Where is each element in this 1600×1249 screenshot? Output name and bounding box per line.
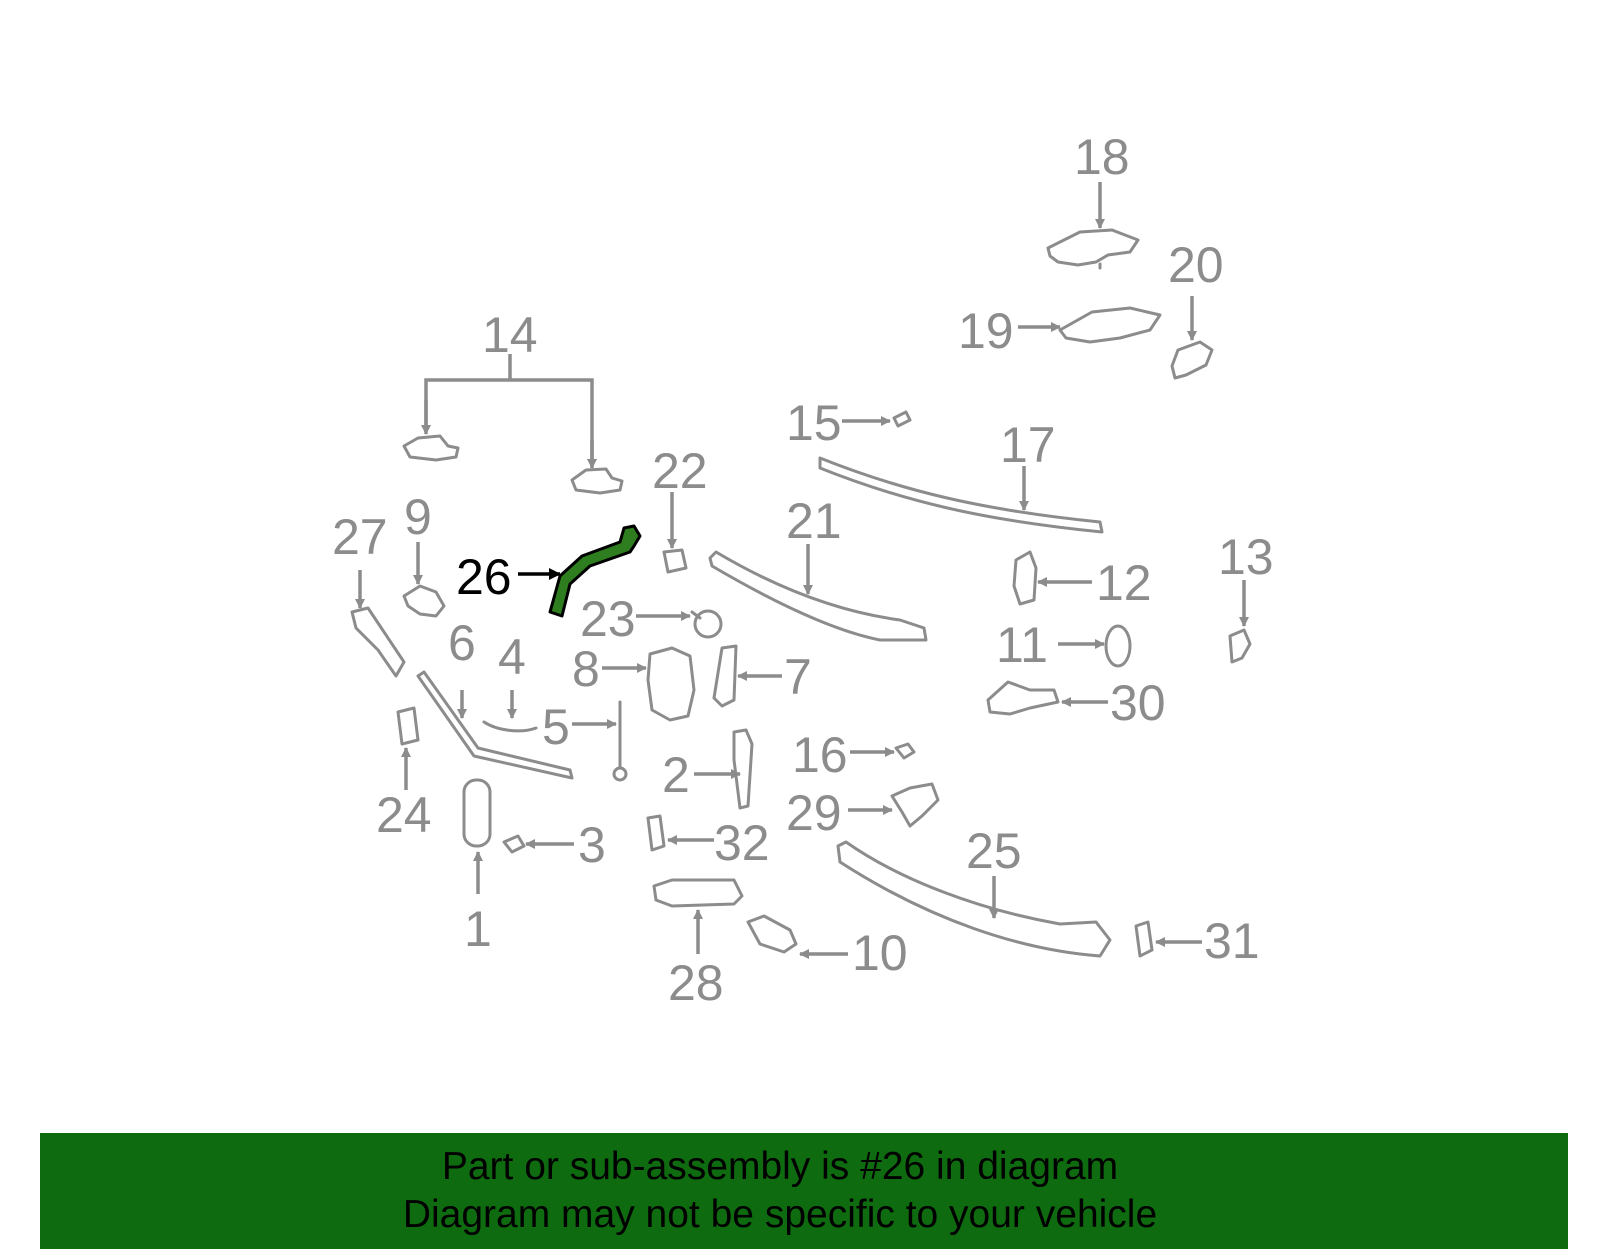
callout-17: 17 <box>1000 417 1056 473</box>
part-29-shape <box>890 782 940 828</box>
callout-2: 2 <box>662 747 690 803</box>
callout-11: 11 <box>996 617 1048 673</box>
part-30-shape <box>986 680 1060 716</box>
callout-9: 9 <box>404 489 432 545</box>
banner-line-part-number: Part or sub-assembly is #26 in diagram <box>441 1145 1119 1188</box>
part-21-shape <box>708 550 928 642</box>
callout-15: 15 <box>786 395 842 451</box>
info-banner: Part or sub-assembly is #26 in diagram D… <box>40 1133 1568 1249</box>
part-27-shape <box>350 606 406 678</box>
callout-1: 1 <box>464 901 492 957</box>
banner-line-disclaimer: Diagram may not be specific to your vehi… <box>402 1193 1158 1236</box>
callout-labels: 18 19 20 14 15 17 22 21 9 27 26 23 12 13… <box>332 129 1274 1011</box>
part-4-shape <box>482 720 538 733</box>
callout-26: 26 <box>456 549 512 605</box>
part-2-shape <box>732 728 754 810</box>
part-22-shape <box>662 548 688 574</box>
part-14a-shape <box>402 434 460 462</box>
callout-30: 30 <box>1110 675 1166 731</box>
callout-5: 5 <box>542 699 570 755</box>
callout-27: 27 <box>332 509 388 565</box>
part-6-shape <box>416 670 574 780</box>
part-11-shape <box>1104 624 1132 668</box>
callout-19: 19 <box>958 303 1014 359</box>
part-10-shape <box>746 914 798 954</box>
part-24-shape <box>396 706 420 746</box>
part-13-shape <box>1228 628 1252 664</box>
part-12-shape <box>1012 550 1038 606</box>
leader-lines <box>355 182 1249 959</box>
callout-4: 4 <box>498 629 526 685</box>
part-25-shape <box>836 840 1112 958</box>
callout-32: 32 <box>714 815 770 871</box>
part-14b-shape <box>570 467 624 495</box>
callout-8: 8 <box>572 641 600 697</box>
callout-14: 14 <box>482 307 538 363</box>
callout-18: 18 <box>1074 129 1130 185</box>
part-3-shape <box>502 834 526 854</box>
callout-25: 25 <box>966 823 1022 879</box>
part-8-shape <box>646 646 696 722</box>
callout-7: 7 <box>784 649 812 705</box>
part-18-shape <box>1046 228 1140 267</box>
part-7-shape <box>712 644 738 708</box>
part-1-shape <box>462 778 492 848</box>
part-32-shape <box>646 814 666 852</box>
callout-13: 13 <box>1218 529 1274 585</box>
callout-16: 16 <box>792 727 848 783</box>
part-19-shape <box>1058 306 1162 344</box>
callout-10: 10 <box>852 925 908 981</box>
callout-22: 22 <box>652 443 708 499</box>
part-15-shape <box>892 410 912 428</box>
callout-29: 29 <box>786 785 842 841</box>
part-31-shape <box>1134 920 1154 958</box>
part-23-shape <box>693 609 723 639</box>
callout-20: 20 <box>1168 237 1224 293</box>
callout-31: 31 <box>1204 913 1260 969</box>
callout-3: 3 <box>578 817 606 873</box>
part-16-shape <box>894 742 916 760</box>
callout-21: 21 <box>786 493 842 549</box>
callout-28: 28 <box>668 955 724 1011</box>
part-26-highlighted-shape <box>548 524 642 618</box>
part-20-shape <box>1170 340 1214 380</box>
callout-6: 6 <box>448 615 476 671</box>
callout-24: 24 <box>376 787 432 843</box>
callout-12: 12 <box>1096 555 1152 611</box>
part-9-shape <box>402 584 446 618</box>
part-17-shape <box>818 456 1104 534</box>
callout-23: 23 <box>580 591 636 647</box>
part-28-shape <box>652 878 744 908</box>
